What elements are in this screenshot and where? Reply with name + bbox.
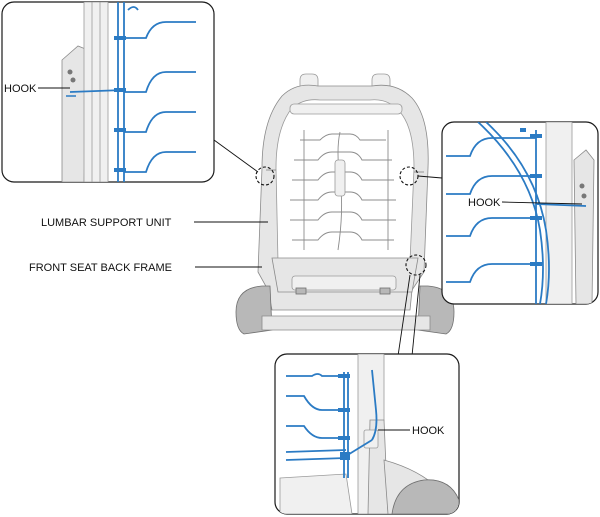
front-seat-back-frame-label: FRONT SEAT BACK FRAME [29,262,172,274]
hook-label-right: HOOK [468,197,501,209]
inset-top-left-hook: HOOK [1,1,215,183]
hook-label-bottom: HOOK [412,425,445,437]
hook-location-left-circle [255,166,275,186]
main-labels: LUMBAR SUPPORT UNIT FRONT SEAT BACK FRAM… [29,217,268,274]
hook-location-lower-circle [405,254,427,276]
seat-back-main-view [235,73,455,335]
inset-right-hook: HOOK [441,121,599,305]
inset-bottom-hook: HOOK [274,353,460,515]
lumbar-support-unit [290,130,396,251]
hook-label-top-left: HOOK [4,83,37,95]
lumbar-support-unit-label: LUMBAR SUPPORT UNIT [41,217,172,229]
